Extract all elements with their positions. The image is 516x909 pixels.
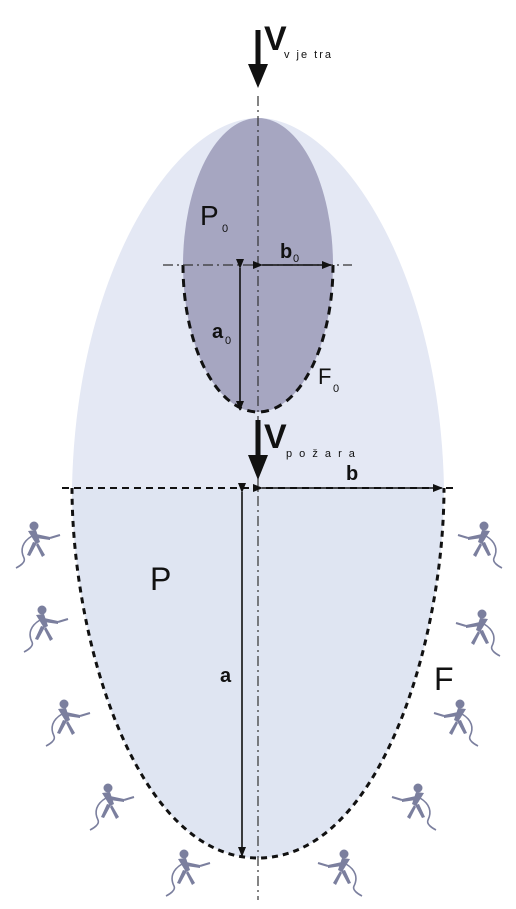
firefighter-icon	[391, 782, 437, 831]
firefighter-icon	[165, 848, 211, 897]
wind-velocity-symbol: V	[264, 20, 287, 58]
wind-velocity-subscript: v je tra	[284, 49, 333, 61]
f0-subscript: 0	[333, 383, 339, 395]
p0-label: P	[200, 200, 219, 231]
fire-velocity-subscript: p o ž a r a	[286, 448, 357, 460]
firefighter-icon	[433, 698, 479, 747]
firefighter-icon	[457, 520, 503, 569]
wind-arrowhead	[248, 64, 268, 88]
lower-burned-area	[72, 488, 444, 858]
b0-subscript: 0	[293, 253, 299, 265]
firefighter-icon	[45, 698, 91, 747]
p0-subscript: 0	[222, 223, 228, 235]
p-label: P	[150, 561, 171, 597]
firefighter-icon	[455, 608, 501, 657]
b-label: b	[346, 463, 358, 485]
final-perimeter-f	[70, 487, 446, 860]
a0-label: a	[212, 321, 224, 343]
fire-velocity-symbol: V	[264, 418, 287, 456]
a-label: a	[220, 665, 232, 687]
fire-arrowhead	[248, 455, 268, 480]
a0-subscript: 0	[225, 335, 231, 347]
f0-label: F	[318, 364, 331, 389]
firefighter-icon	[15, 520, 61, 569]
firefighter-icon	[89, 782, 135, 831]
f-label: F	[434, 661, 454, 697]
firefighter-icon	[317, 848, 363, 897]
firefighter-icon	[23, 604, 69, 653]
b0-label: b	[280, 241, 292, 263]
